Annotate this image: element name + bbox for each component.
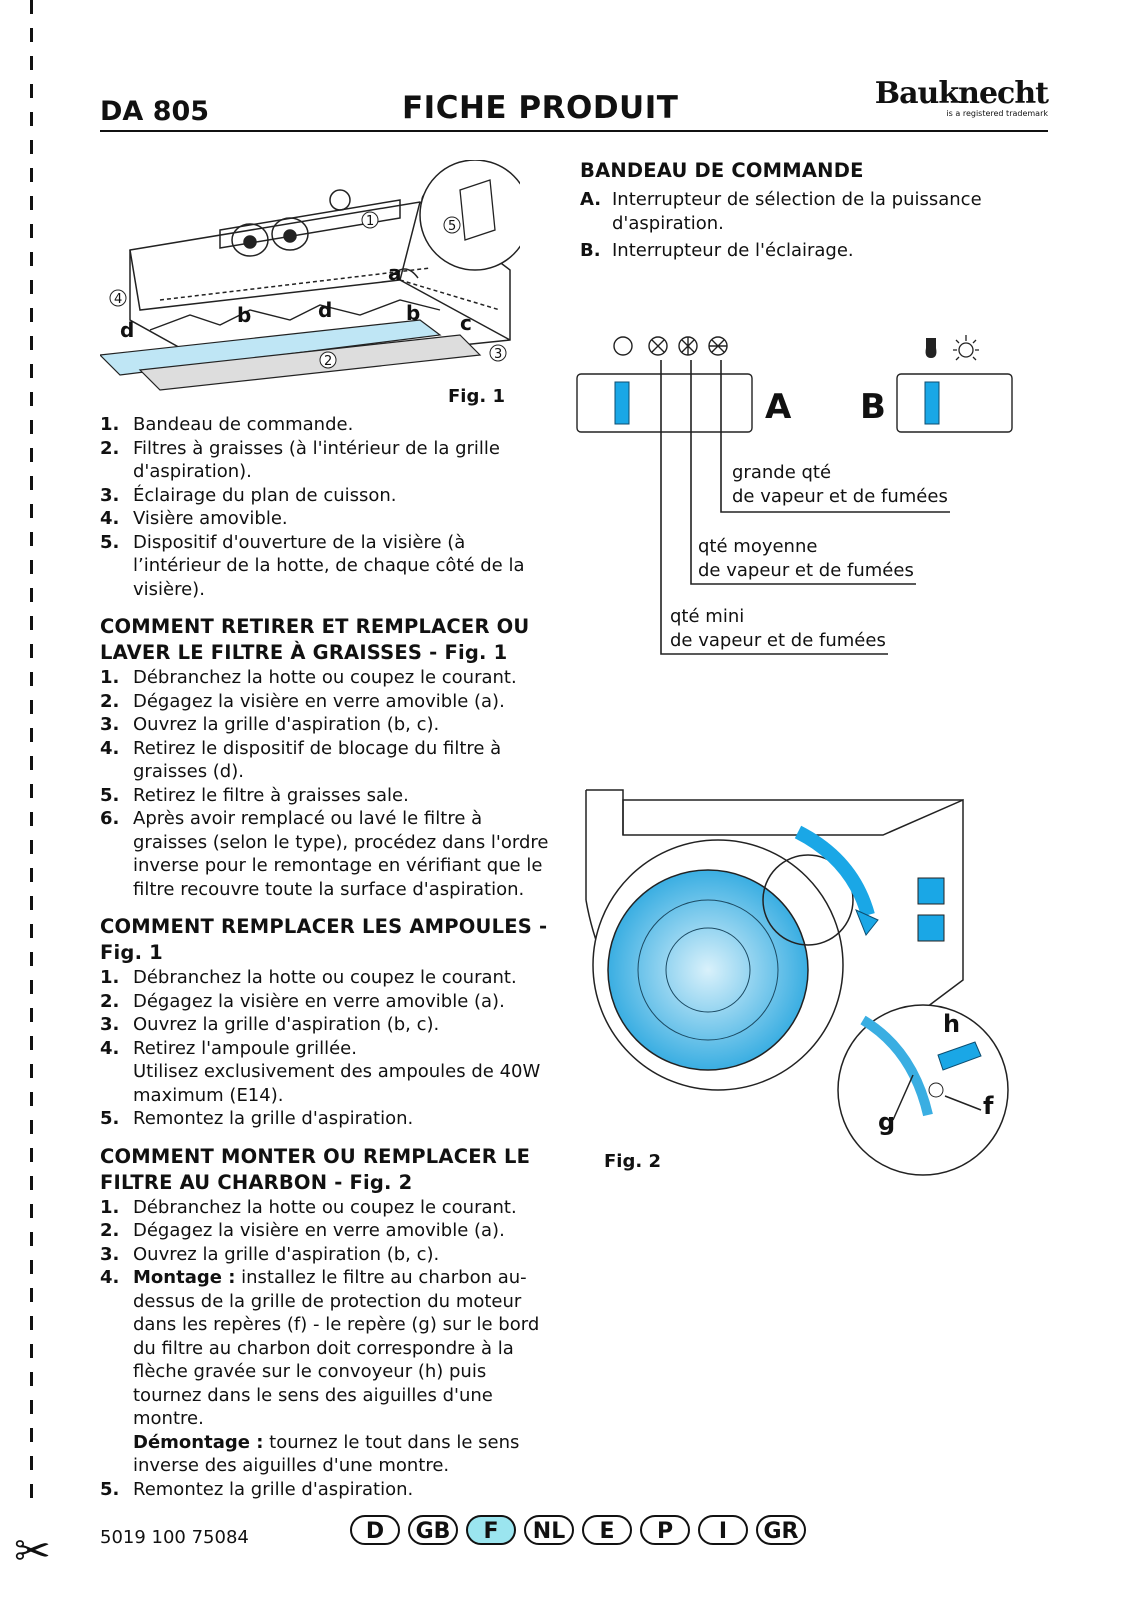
- bulb-steps: 1.Débranchez la hotte ou coupez le coura…: [100, 966, 550, 1131]
- list-item: A.Interrupteur de sélection de la puissa…: [580, 189, 982, 234]
- list-item: 4.Retirez le dispositif de blocage du fi…: [100, 737, 502, 783]
- list-item: 2.Dégagez la visière en verre amovible (…: [100, 990, 505, 1012]
- list-item: 3.Ouvrez la grille d'aspiration (b, c).: [100, 1014, 440, 1035]
- list-item: 4.Montage : installez le filtre au charb…: [100, 1267, 540, 1476]
- part-number: 5019 100 75084: [100, 1527, 249, 1548]
- callout-h: h: [943, 1010, 960, 1038]
- callout-2: 2: [324, 354, 332, 369]
- section-heading-bulbs: COMMENT REMPLACER LES AMPOULES - Fig. 1: [100, 915, 548, 964]
- list-item: 6.Après avoir remplacé ou lavé le filtre…: [100, 808, 549, 900]
- filter-steps: 1.Débranchez la hotte ou coupez le coura…: [100, 666, 550, 901]
- list-item: 5.Retirez le filtre à graisses sale.: [100, 784, 409, 806]
- list-item: 3.Éclairage du plan de cuisson.: [100, 484, 397, 506]
- light-on-icon: [953, 335, 979, 361]
- switch-a-panel: [576, 373, 753, 433]
- callout-b-left: b: [237, 303, 251, 327]
- lang-nl[interactable]: NL: [524, 1515, 574, 1545]
- list-item: 4.Retirez l'ampoule grillée.Utilisez exc…: [100, 1037, 550, 1108]
- page-title: FICHE PRODUIT: [402, 90, 679, 126]
- arrow-h-icon: [937, 1041, 982, 1071]
- level-high-line1: grande qté: [732, 462, 831, 483]
- lang-f[interactable]: F: [466, 1515, 516, 1545]
- off-icon: [613, 336, 633, 356]
- list-item: 3.Ouvrez la grille d'aspiration (b, c).: [100, 714, 440, 735]
- level-medium-line2: de vapeur et de fumées: [698, 560, 914, 581]
- callout-4: 4: [114, 292, 122, 307]
- list-item: 3.Ouvrez la grille d'aspiration (b, c).: [100, 1243, 440, 1265]
- list-item: B.Interrupteur de l'éclairage.: [580, 240, 854, 261]
- switch-b-label: B: [860, 387, 886, 427]
- fig2-charcoal-filter-illustration: h f g: [585, 789, 1009, 1176]
- brand-tagline: is a registered trademark: [946, 109, 1048, 118]
- brand-name: Bauknecht: [874, 76, 1049, 111]
- control-panel-section: BANDEAU DE COMMANDE A.Interrupteur de sé…: [580, 158, 1020, 263]
- callout-a: a: [388, 261, 402, 285]
- section-heading-charcoal: COMMENT MONTER OU REMPLACER LE FILTRE AU…: [100, 1144, 531, 1194]
- cut-line: [30, 0, 33, 1510]
- light-off-icon: [925, 338, 937, 358]
- fig1-label: Fig. 1: [448, 386, 505, 407]
- list-item: 1.Débranchez la hotte ou coupez le coura…: [100, 1196, 517, 1218]
- callout-1: 1: [366, 214, 374, 229]
- list-item: 4.Visière amovible.: [100, 508, 288, 529]
- callout-5: 5: [448, 219, 456, 234]
- lang-p[interactable]: P: [640, 1515, 690, 1545]
- lang-gb[interactable]: GB: [408, 1515, 458, 1545]
- lang-e[interactable]: E: [582, 1515, 632, 1545]
- lang-gr[interactable]: GR: [756, 1515, 806, 1545]
- level-high-line2: de vapeur et de fumées: [732, 486, 948, 507]
- lang-i[interactable]: I: [698, 1515, 748, 1545]
- list-item: 2.Dégagez la visière en verre amovible (…: [100, 1220, 505, 1241]
- switch-b-panel: [896, 373, 1013, 433]
- control-panel-diagram: A B grande qté de vapeur et de fumées qt…: [576, 335, 1013, 655]
- control-panel-list: A.Interrupteur de sélection de la puissa…: [580, 188, 1020, 263]
- list-item: 5.Dispositif d'ouverture de la visière (…: [100, 531, 525, 600]
- switch-b-toggle: [924, 381, 940, 425]
- list-item: 5.Remontez la grille d'aspiration.: [100, 1108, 414, 1129]
- list-item: 1.Débranchez la hotte ou coupez le coura…: [100, 667, 517, 688]
- parts-list: 1.Bandeau de commande. 2.Filtres à grais…: [100, 413, 550, 601]
- brand-logo: Bauknecht is a registered trademark: [874, 76, 1049, 118]
- callout-b-right: b: [406, 301, 420, 325]
- callout-f: f: [983, 1092, 994, 1120]
- control-panel-heading: BANDEAU DE COMMANDE: [580, 159, 864, 182]
- callout-g: g: [878, 1108, 895, 1136]
- fig2-label: Fig. 2: [604, 1151, 661, 1172]
- callout-c: c: [460, 311, 472, 335]
- section-heading-filter: COMMENT RETIRER ET REMPLACER OU LAVER LE…: [100, 615, 530, 664]
- list-item: 5.Remontez la grille d'aspiration.: [100, 1478, 414, 1500]
- lang-d[interactable]: D: [350, 1515, 400, 1545]
- callout-d-left: d: [120, 318, 134, 342]
- list-item: 2.Filtres à graisses (à l'intérieur de l…: [100, 437, 500, 483]
- switch-a-label: A: [765, 387, 792, 427]
- language-selector: D GB F NL E P I GR: [350, 1515, 806, 1545]
- left-column: 1.Bandeau de commande. 2.Filtres à grais…: [100, 413, 550, 1501]
- list-item: 2.Dégagez la visière en verre amovible (…: [100, 690, 505, 712]
- list-item: 1.Bandeau de commande.: [100, 414, 354, 435]
- scissors-icon: ✂: [14, 1526, 51, 1577]
- page-header: DA 805 FICHE PRODUIT Bauknecht is a regi…: [100, 76, 1049, 132]
- model-number: DA 805: [100, 96, 210, 127]
- callout-d-right: d: [318, 298, 332, 322]
- callout-3: 3: [494, 347, 502, 362]
- level-low-line1: qté mini: [670, 606, 744, 627]
- level-medium-line1: qté moyenne: [698, 536, 817, 557]
- level-low-line2: de vapeur et de fumées: [670, 630, 886, 651]
- switch-a-toggle: [614, 381, 630, 425]
- charcoal-steps: 1.Débranchez la hotte ou coupez le coura…: [100, 1196, 550, 1502]
- bulb-note: Utilisez exclusivement des ampoules de 4…: [133, 1061, 541, 1106]
- list-item: 1.Débranchez la hotte ou coupez le coura…: [100, 967, 517, 988]
- fig1-hood-illustration: a b b c d d 1 2 3 4 5: [100, 160, 520, 391]
